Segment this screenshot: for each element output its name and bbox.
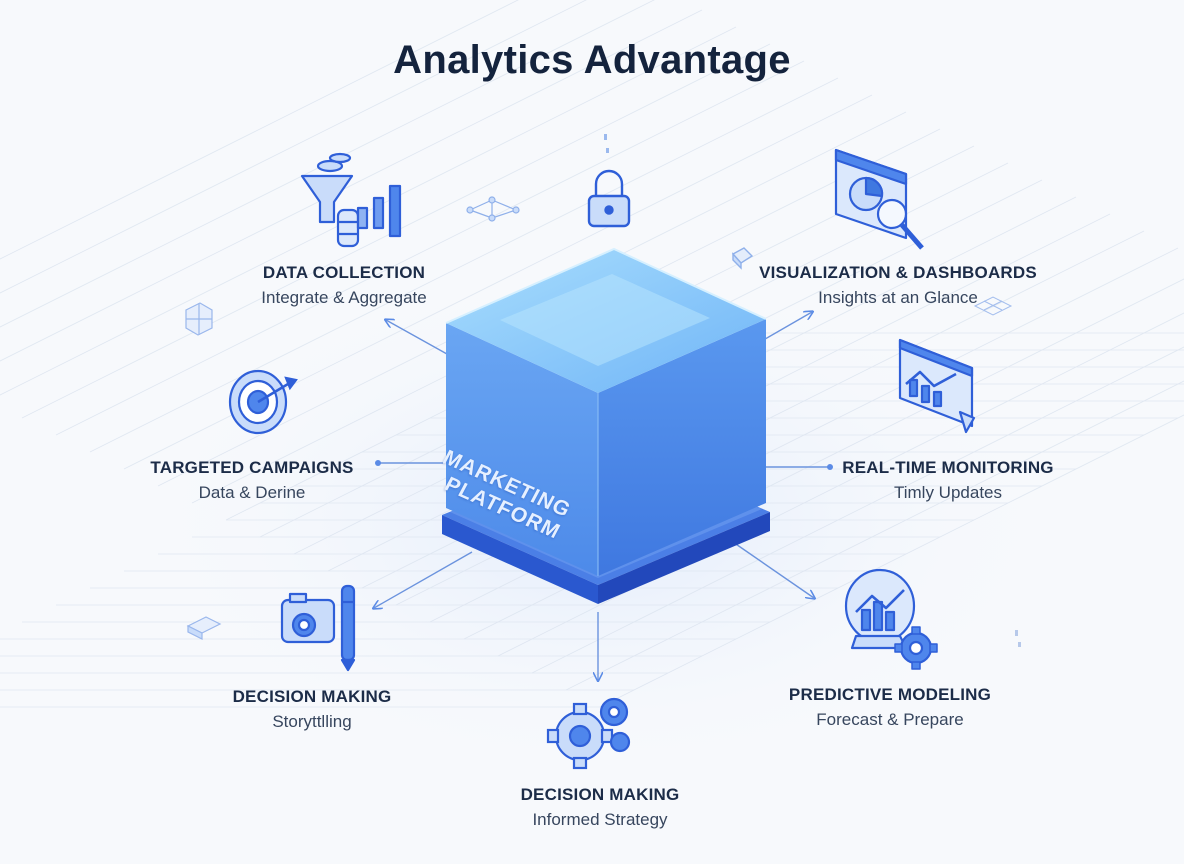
camera-pen-icon xyxy=(280,584,356,672)
node-label: REAL-TIME MONITORING xyxy=(842,458,1054,477)
node-sublabel: Forecast & Prepare xyxy=(816,710,964,729)
node-label: VISUALIZATION & DASHBOARDS xyxy=(759,263,1037,282)
node-decision-making-storytelling: DECISION MAKING Storyttlling xyxy=(142,686,482,734)
side-dots xyxy=(1015,630,1021,647)
node-decision-making-strategy: DECISION MAKING Informed Strategy xyxy=(430,784,770,832)
node-label: PREDICTIVE MODELING xyxy=(788,685,992,704)
node-label: DECISION MAKING xyxy=(520,785,680,804)
connector-dot xyxy=(375,460,381,466)
dashboard-magnifier-icon xyxy=(834,148,924,250)
node-label: DATA COLLECTION xyxy=(262,263,426,282)
node-sublabel: Informed Strategy xyxy=(532,810,668,829)
gears-icon xyxy=(546,697,631,770)
node-predictive-modeling: PREDICTIVE MODELING Forecast & Prepare xyxy=(720,684,1060,732)
page-title: Analytics Advantage xyxy=(393,38,791,82)
cube-edge-highlight xyxy=(445,247,767,324)
grid-line xyxy=(0,0,587,294)
grid-line xyxy=(89,77,839,453)
monitor-chart-icon xyxy=(898,338,976,434)
cube-base-right xyxy=(598,512,770,604)
connector-decision-storytelling xyxy=(374,551,473,608)
node-sublabel: Data & Derine xyxy=(198,483,306,502)
node-targeted-campaigns: TARGETED CAMPAIGNS Data & Derine xyxy=(82,457,422,505)
small-tile-icon xyxy=(186,616,222,640)
lock-dots xyxy=(604,134,609,153)
node-data-collection: DATA COLLECTION Integrate & Aggregate xyxy=(174,262,514,310)
small-cube-icon xyxy=(731,247,754,270)
target-icon xyxy=(228,369,298,435)
diamond-grid-icon xyxy=(973,296,1013,316)
network-node-icon xyxy=(466,196,520,222)
connector-predictive xyxy=(729,539,814,598)
funnel-database-icon xyxy=(300,152,402,248)
node-sublabel: Integrate & Aggregate xyxy=(261,288,427,307)
lock-icon xyxy=(587,169,631,228)
node-label: TARGETED CAMPAIGNS xyxy=(150,458,354,477)
grid-line xyxy=(0,0,655,328)
cube-top-inset xyxy=(500,274,710,366)
node-real-time-monitoring: REAL-TIME MONITORING Timly Updates xyxy=(778,457,1118,505)
cube-base-left xyxy=(442,515,598,604)
cube-right-face xyxy=(598,319,766,576)
node-sublabel: Timly Updates xyxy=(893,483,1002,502)
cube-grid-icon xyxy=(185,302,213,336)
grid-line xyxy=(55,60,805,436)
marketing-platform-cube xyxy=(442,247,770,604)
chart-gear-icon xyxy=(844,568,938,670)
connector-dot xyxy=(827,464,833,470)
node-sublabel: Insights at an Glance xyxy=(818,288,978,307)
node-visualization-dashboards: VISUALIZATION & DASHBOARDS Insights at a… xyxy=(728,262,1068,310)
node-label: DECISION MAKING xyxy=(232,687,392,706)
grid-line xyxy=(0,0,519,260)
cube-left-face xyxy=(446,323,598,576)
node-sublabel: Storyttlling xyxy=(272,712,352,731)
